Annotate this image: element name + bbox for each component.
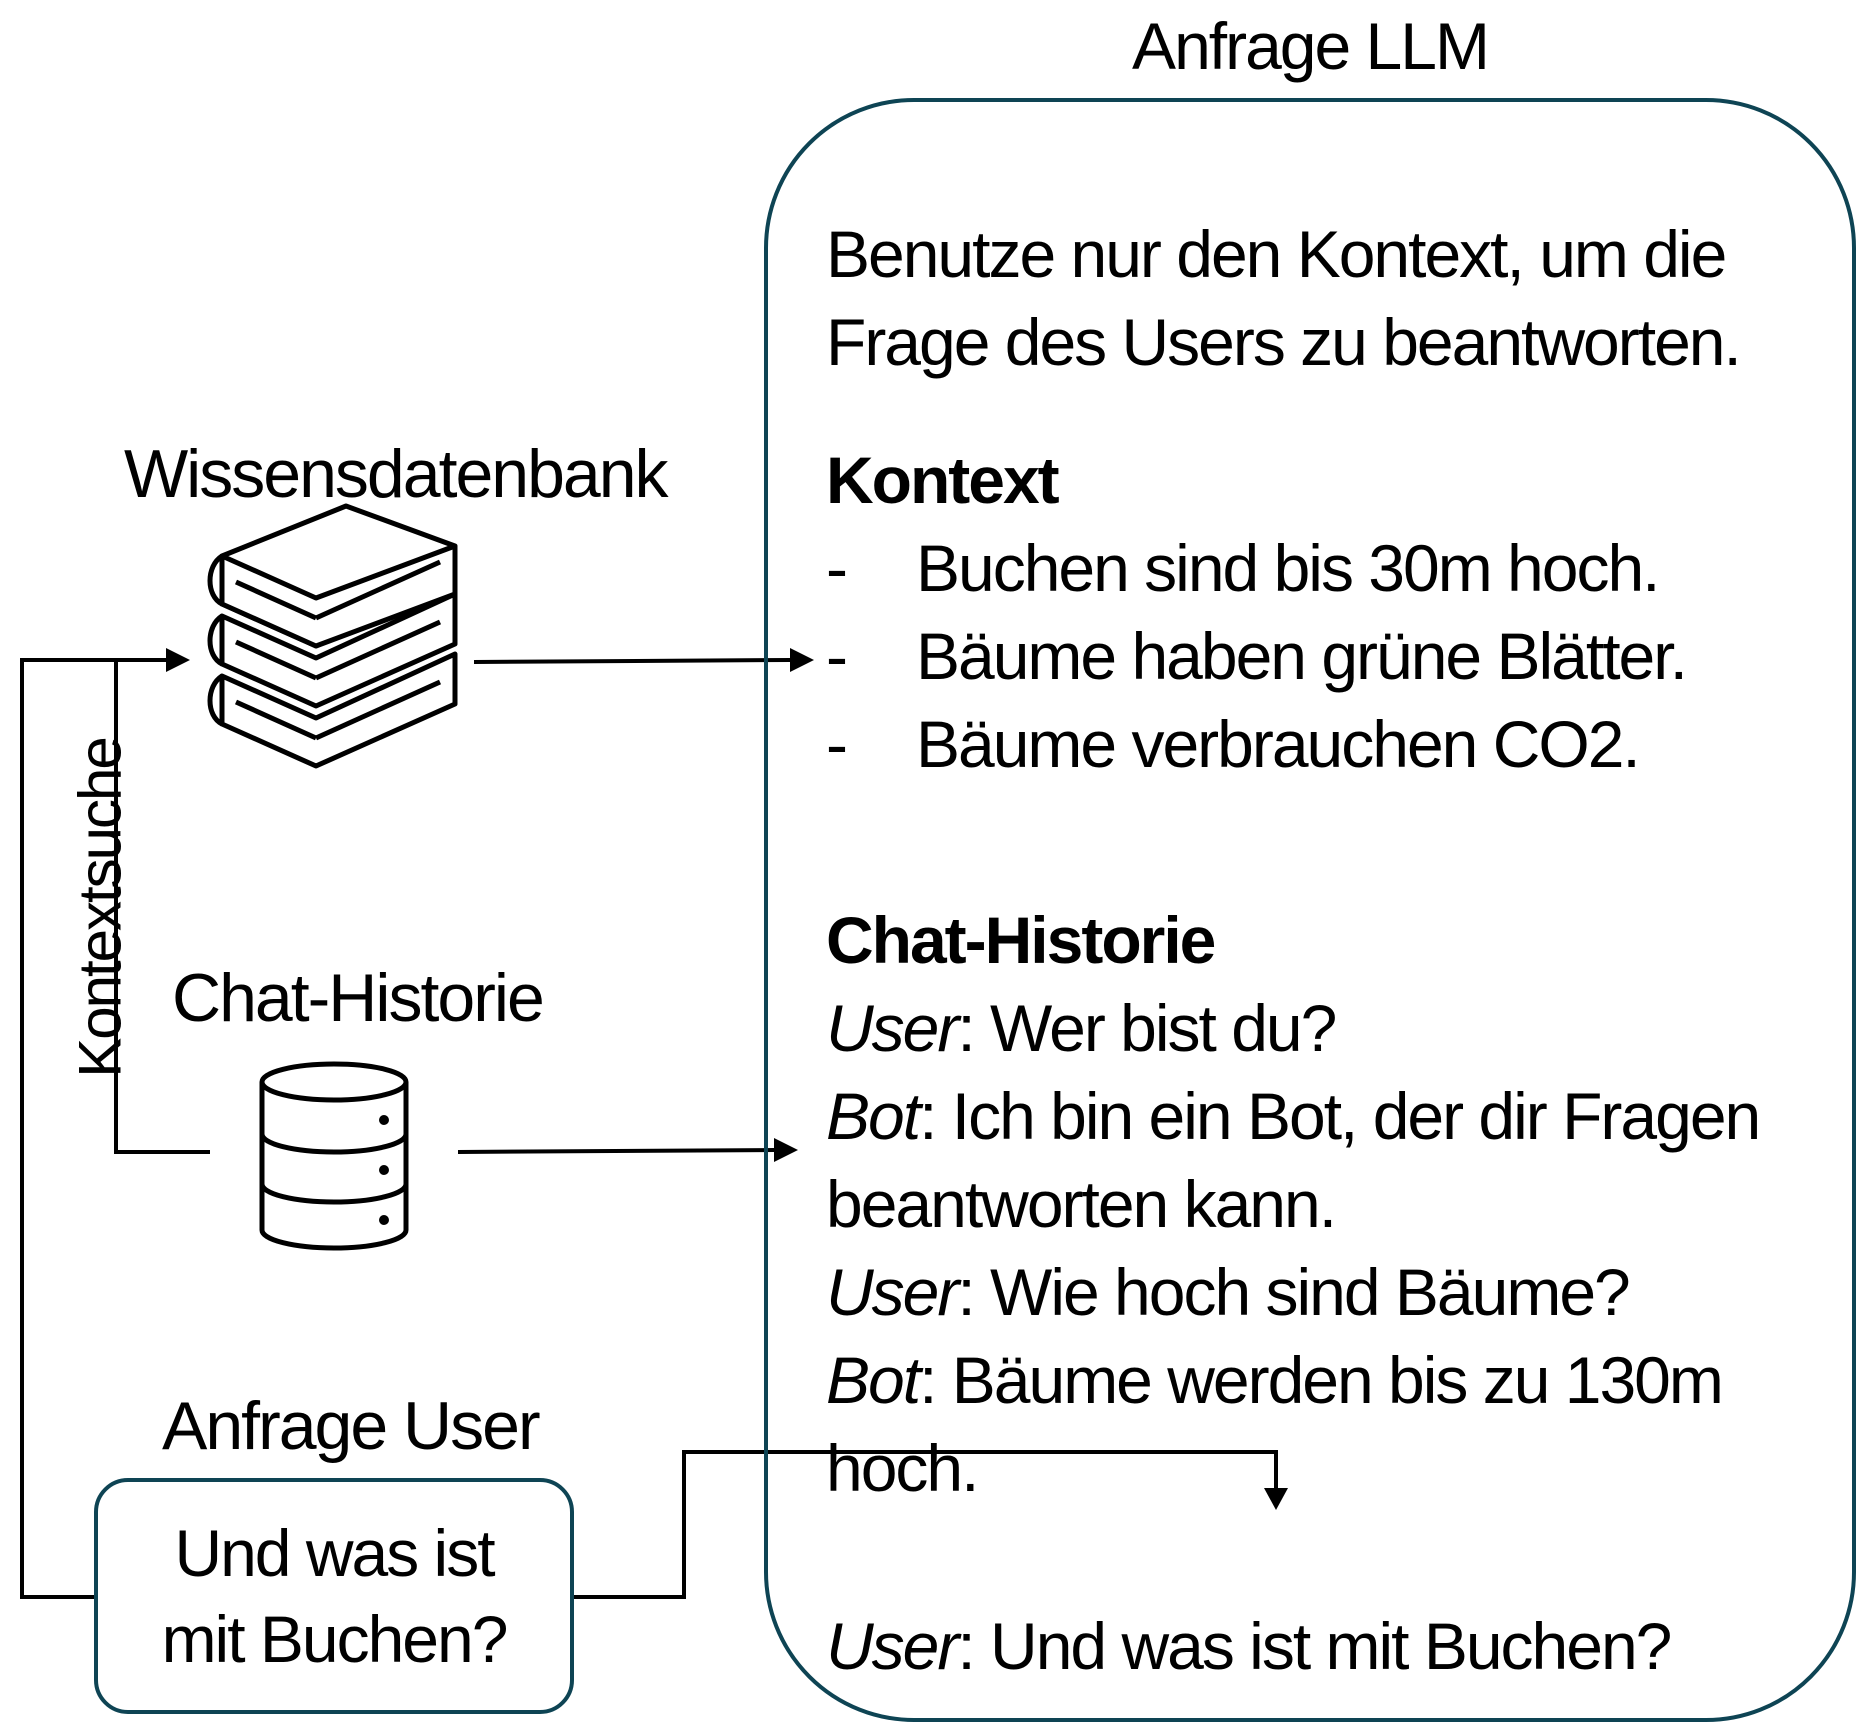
instruction-text: Benutze nur den Kontext, um die Frage de… (826, 217, 1742, 379)
llm-request-box (764, 98, 1856, 1722)
history-to-search-connector (114, 660, 210, 1154)
context-search-connector (20, 648, 190, 1599)
user-to-llm-arrow (574, 1450, 1288, 1599)
chat-history-label: Chat-Historie (172, 960, 545, 1036)
user-request-box: Und was ist mit Buchen? (94, 1478, 574, 1714)
history-line: User: Wer bist du? (826, 991, 1337, 1065)
history-line: User: Wie hoch sind Bäume? (826, 1255, 1631, 1329)
user-request-label: Anfrage User (162, 1388, 541, 1464)
knowledge-base-label: Wissensdatenbank (124, 436, 669, 512)
history-line: Bot: Ich bin ein Bot, der dir Fragen bea… (826, 1079, 1761, 1241)
context-search-label: Kontextsuche (66, 738, 134, 1078)
context-item: - Buchen sind bis 30m hoch. (826, 531, 1660, 605)
chat-history-heading: Chat-Historie (826, 903, 1216, 977)
context-item: - Bäume haben grüne Blätter. (826, 619, 1688, 693)
books-stack-icon (207, 503, 458, 769)
knowledge-to-context-arrow (473, 648, 814, 672)
history-to-llm-arrow (457, 1138, 798, 1162)
database-icon (259, 1061, 409, 1251)
llm-request-title: Anfrage LLM (1132, 9, 1490, 83)
final-question: User: Und was ist mit Buchen? (826, 1609, 1672, 1683)
llm-request-content: Benutze nur den Kontext, um die Frage de… (826, 210, 1836, 1690)
context-heading: Kontext (826, 443, 1060, 517)
user-request-text: Und was ist mit Buchen? (161, 1516, 509, 1676)
history-line: Bot: Bäume werden bis zu 130m hoch. (826, 1343, 1724, 1505)
context-item: - Bäume verbrauchen CO2. (826, 707, 1641, 781)
